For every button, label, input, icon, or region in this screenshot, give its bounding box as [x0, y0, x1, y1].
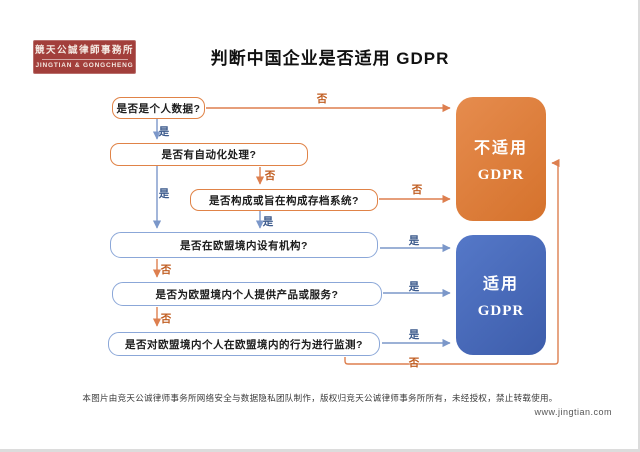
edge-label-q3-no: 否	[411, 184, 423, 196]
outcome-box-gdpr-applicable: 适用 GDPR	[456, 235, 546, 355]
edge-label-q4-yes: 是	[408, 235, 420, 247]
edge-label-q6-yes: 是	[408, 329, 420, 341]
outcome-not-applicable-text: 不适用	[473, 140, 528, 157]
edge-label-q2-yes: 是	[158, 188, 170, 200]
copyright-caption: 本图片由竞天公诚律师事务所网络安全与数据隐私团队制作，版权归竞天公诚律师事务所所…	[82, 393, 558, 403]
question-box-automated-processing: 是否有自动化处理?	[110, 143, 308, 166]
outcome-applicable-gdpr: GDPR	[477, 303, 525, 319]
logo-english-name: JINGTIAN & GONGCHENG	[35, 62, 134, 69]
outcome-applicable-text: 适用	[482, 276, 519, 293]
edge-label-q5-no: 否	[160, 313, 172, 325]
outcome-box-gdpr-not-applicable: 不适用 GDPR	[456, 97, 546, 221]
question-box-personal-data: 是否是个人数据?	[112, 97, 205, 119]
question-box-filing-system: 是否构成或旨在构成存档系统?	[190, 189, 378, 211]
page-title: 判断中国企业是否适用 GDPR	[210, 49, 450, 68]
law-firm-logo: 競天公誠律師事務所 JINGTIAN & GONGCHENG	[33, 40, 136, 74]
edge-label-q6-no: 否	[408, 357, 420, 369]
question-box-monitoring-eu: 是否对欧盟境内个人在欧盟境内的行为进行监测?	[108, 332, 380, 356]
question-box-goods-services-eu: 是否为欧盟境内个人提供产品或服务?	[112, 282, 382, 306]
edge-label-q2-no: 否	[264, 170, 276, 182]
question-box-eu-establishment: 是否在欧盟境内设有机构?	[110, 232, 378, 258]
logo-divider	[41, 59, 128, 60]
edge-label-q4-no: 否	[160, 264, 172, 276]
edge-label-q5-yes: 是	[408, 281, 420, 293]
edge-label-q1-no: 否	[316, 93, 328, 105]
edge-label-q3-yes: 是	[262, 216, 274, 228]
logo-chinese-name: 競天公誠律師事務所	[34, 45, 134, 56]
outcome-not-applicable-gdpr: GDPR	[477, 167, 525, 183]
edge-label-q1-yes: 是	[158, 126, 170, 138]
website-url: www.jingtian.com	[534, 407, 612, 417]
